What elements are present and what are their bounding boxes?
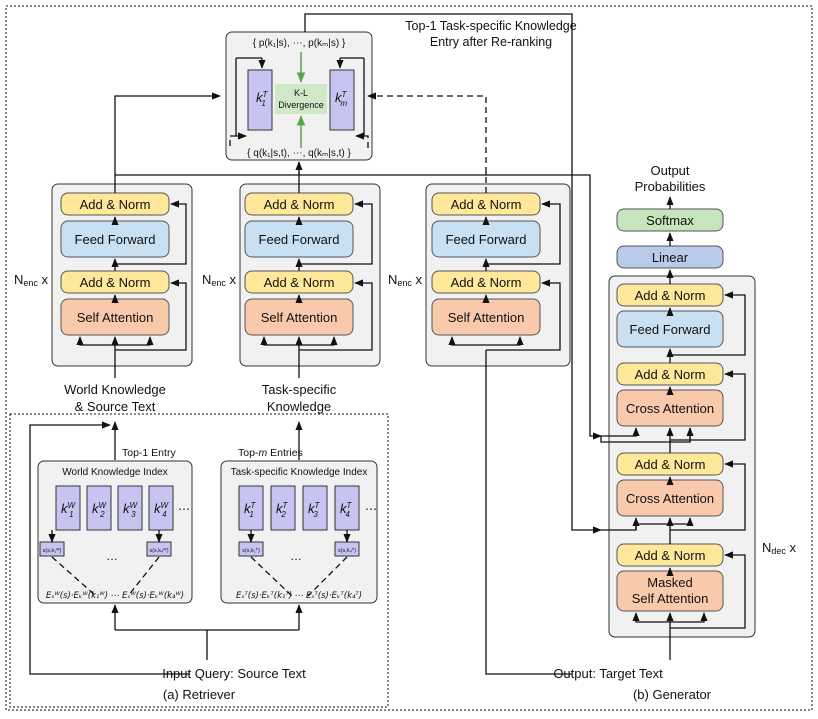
dec-add-norm-3-label: Add & Norm [635, 457, 706, 472]
top1-task-label-line2: Entry after Re-ranking [430, 35, 552, 49]
p-distribution: { p(k₁|s), ⋯, p(kₘ|s) } [253, 38, 346, 49]
encoder-2: Add & Norm Feed Forward Add & Norm Self … [239, 183, 381, 367]
dec-add-norm-1-label: Add & Norm [635, 288, 706, 303]
score-t4: s(s,k₄ᵀ) [338, 547, 356, 554]
task-key-ellipsis: ⋯ [365, 502, 377, 516]
world-index-title: World Knowledge Index [62, 467, 167, 478]
task-key-box-1 [238, 485, 264, 531]
world-source-label-line2: & Source Text [75, 399, 156, 414]
enc2-repeat-label: Nenc x [202, 272, 237, 288]
dec-masked-label-line2: Self Attention [632, 591, 709, 606]
dec-add-norm-4-label: Add & Norm [635, 548, 706, 563]
input-query-label: Input Query: Source Text [162, 666, 306, 681]
task-key-box-2 [270, 485, 296, 531]
enc3-add-norm-top-label: Add & Norm [451, 197, 522, 212]
retriever: Top-1 Entry Top-m Entries World Knowledg… [29, 421, 378, 675]
dec-cross-attention-1-label: Cross Attention [626, 401, 714, 416]
world-key-box-2 [86, 485, 112, 531]
score-t1: s(s,k₁ᵀ) [242, 547, 260, 554]
generator-caption: (b) Generator [633, 687, 712, 702]
enc2-add-norm-top-label: Add & Norm [264, 197, 335, 212]
task-index-title: Task-specific Knowledge Index [231, 467, 368, 478]
enc3-self-attention-label: Self Attention [448, 310, 525, 325]
world-source-label-line1: World Knowledge [64, 382, 166, 397]
enc1-feed-forward-label: Feed Forward [75, 232, 156, 247]
top1-task-label-line1: Top-1 Task-specific Knowledge [405, 19, 576, 33]
outer-frame [5, 5, 813, 711]
output-prob-line2: Probabilities [635, 179, 706, 194]
kl-label-line1: K-L [294, 88, 308, 98]
enc2-self-attention-label: Self Attention [261, 310, 338, 325]
task-dots: … [290, 549, 302, 563]
output-prob-line1: Output [650, 163, 689, 178]
world-score-formula: Eₛᵂ(s)·Eₖᵂ(k₁ᵂ) ⋯ Eₛᵂ(s)·Eₖᵂ(k₄ᵂ) [46, 591, 184, 601]
key-km-box [329, 69, 355, 131]
score-w1: s(s,k₁ᵂ) [43, 547, 62, 554]
world-key-box-3 [117, 485, 143, 531]
world-key-box-1 [55, 485, 81, 531]
enc1-add-norm-bottom-label: Add & Norm [80, 275, 151, 290]
enc3-repeat-label: Nenc x [388, 272, 423, 288]
kl-divergence-box [275, 84, 327, 114]
score-w4: s(s,k₄ᵂ) [149, 547, 168, 554]
task-index-panel [220, 460, 378, 604]
task-knowledge-label-line1: Task-specific [262, 382, 337, 397]
encoder-1: Add & Norm Feed Forward Add & Norm Self … [51, 183, 193, 367]
enc2-add-norm-bottom-label: Add & Norm [264, 275, 335, 290]
output-target-label: Output: Target Text [553, 666, 663, 681]
softmax-label: Softmax [646, 213, 694, 228]
world-dots: … [106, 549, 118, 563]
task-knowledge-label-line2: Knowledge [267, 399, 331, 414]
kl-module: { p(k₁|s), ⋯, p(kₘ|s) } { q(k₁|s,t), ⋯, … [225, 31, 373, 161]
enc3-add-norm-bottom-label: Add & Norm [451, 275, 522, 290]
world-key-box-4 [148, 485, 174, 531]
encoder-3: Add & Norm Feed Forward Add & Norm Self … [425, 183, 571, 367]
top1-entry-label: Top-1 Entry [122, 447, 176, 459]
linear-label: Linear [652, 250, 689, 265]
q-distribution: { q(k₁|s,t), ⋯, q(kₘ|s,t) } [247, 148, 351, 159]
task-key-box-4 [334, 485, 360, 531]
enc1-self-attention-label: Self Attention [77, 310, 154, 325]
world-key-ellipsis: ⋯ [178, 502, 190, 516]
decoder: Add & Norm Feed Forward Add & Norm Cross… [600, 163, 756, 645]
key-k1-box [247, 69, 273, 131]
topm-entries-label: Top-m Entries [238, 447, 303, 459]
task-key-box-3 [302, 485, 328, 531]
enc2-feed-forward-label: Feed Forward [259, 232, 340, 247]
enc1-repeat-label: Nenc x [14, 272, 49, 288]
task-score-formula: Eₛᵀ(s)·Eₖᵀ(k₁ᵀ) ⋯ Eₛᵀ(s)·Eₖᵀ(k₄ᵀ) [236, 591, 362, 601]
kl-label-line2: Divergence [278, 100, 324, 110]
world-index-panel [37, 460, 193, 604]
retriever-caption: (a) Retriever [163, 687, 236, 702]
dec-masked-label-line1: Masked [647, 575, 693, 590]
dec-add-norm-2-label: Add & Norm [635, 367, 706, 382]
dec-cross-attention-2-label: Cross Attention [626, 491, 714, 506]
enc3-feed-forward-label: Feed Forward [446, 232, 527, 247]
retriever-frame [9, 413, 389, 708]
enc1-add-norm-top-label: Add & Norm [80, 197, 151, 212]
dec-feed-forward-label: Feed Forward [630, 322, 711, 337]
dec-repeat-label: Ndec x [762, 540, 797, 556]
